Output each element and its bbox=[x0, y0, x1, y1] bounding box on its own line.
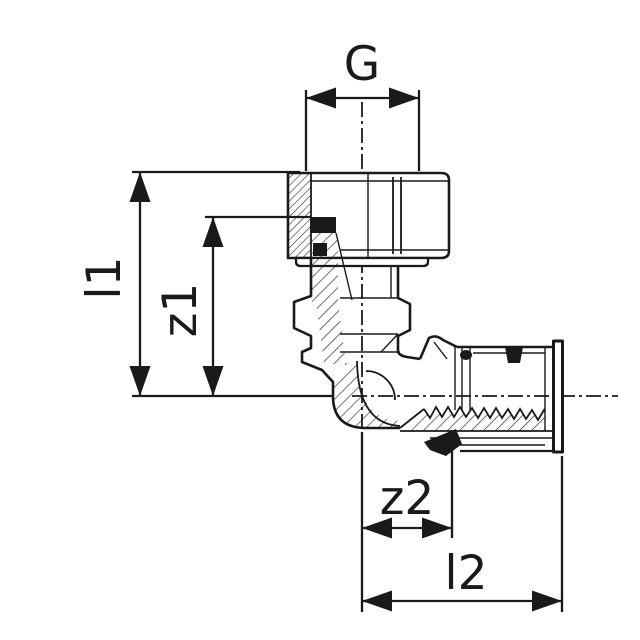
branch-right-profile bbox=[396, 266, 421, 361]
z1-label: z1 bbox=[153, 283, 208, 338]
elbow-inner-bore-curve bbox=[356, 360, 401, 427]
elbow-ball-contour bbox=[365, 370, 396, 401]
sleeve-flare bbox=[418, 335, 458, 360]
union-nut-section-hatch bbox=[288, 173, 311, 258]
press-seal-wedge bbox=[424, 429, 462, 456]
dimension-g: G bbox=[304, 37, 421, 171]
g-arrowhead-right bbox=[389, 87, 419, 109]
tailpiece-wall-hatch-lower bbox=[316, 302, 346, 364]
barb-wall-hatch bbox=[402, 407, 545, 431]
thread-flank-line bbox=[335, 232, 353, 301]
barb-lead-in bbox=[399, 408, 425, 429]
l2-arrowhead-left bbox=[362, 590, 392, 612]
dimension-l1: l1 bbox=[77, 170, 333, 398]
elbow-body bbox=[333, 333, 401, 428]
l1-arrowhead-bottom bbox=[129, 366, 151, 396]
dimension-z2: z2 bbox=[362, 450, 454, 539]
barb-serration bbox=[423, 405, 546, 422]
l1-arrowhead-top bbox=[129, 172, 151, 202]
z2-arrowhead-left bbox=[362, 517, 392, 539]
sleeve-flare-inner bbox=[433, 341, 448, 360]
z1-arrowhead-bottom bbox=[202, 366, 224, 396]
l2-arrowhead-right bbox=[532, 590, 562, 612]
crimp-inspection-window bbox=[505, 347, 523, 363]
g-label: G bbox=[344, 37, 380, 92]
outlet-end-flange bbox=[552, 339, 564, 454]
elbow-detail-line bbox=[380, 333, 399, 353]
press-outlet bbox=[399, 335, 564, 456]
seal-ring-section bbox=[310, 217, 336, 233]
g-arrowhead-left bbox=[306, 87, 336, 109]
o-ring-mark bbox=[460, 350, 472, 360]
l1-label: l1 bbox=[77, 257, 132, 300]
tailpiece-wall-hatch bbox=[312, 233, 338, 302]
dimension-z1: z1 bbox=[153, 215, 311, 396]
z2-arrowhead-right bbox=[422, 517, 452, 539]
z2-label: z2 bbox=[380, 471, 435, 526]
dimension-l2: l2 bbox=[360, 432, 564, 612]
l2-label: l2 bbox=[445, 546, 488, 601]
z1-arrowhead-top bbox=[202, 217, 224, 247]
elbow-wall-hatch bbox=[333, 363, 400, 428]
